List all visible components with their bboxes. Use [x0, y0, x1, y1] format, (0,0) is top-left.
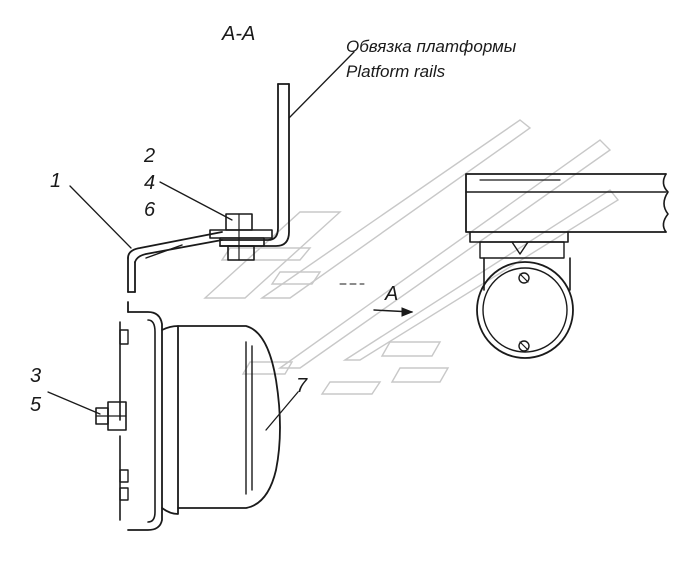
callout-2: 2: [143, 145, 155, 167]
callout-1: 1: [50, 170, 61, 192]
view-a-rail: [465, 173, 669, 259]
watermark: [203, 119, 620, 395]
leader-lines: [47, 51, 355, 431]
caption-en: Platform rails: [346, 62, 446, 81]
view-arrow: [339, 283, 414, 317]
callout-4: 4: [144, 172, 155, 194]
lamp-mounting-bracket: [127, 231, 223, 313]
view-label: A: [384, 283, 398, 305]
callout-7: 7: [296, 375, 308, 397]
view-a-lamp: [476, 257, 574, 359]
caption-ru: Обвязка платформы: [346, 37, 517, 56]
lamp-housing: [119, 311, 281, 531]
bolt-nut-assembly-rear: [95, 401, 127, 431]
section-title: A-A: [221, 23, 255, 45]
callout-3: 3: [30, 365, 41, 387]
callout-6: 6: [144, 199, 156, 221]
callout-5: 5: [30, 394, 42, 416]
platform-rail-bracket: [219, 83, 290, 247]
bolt-nut-assembly-top: [209, 213, 273, 261]
